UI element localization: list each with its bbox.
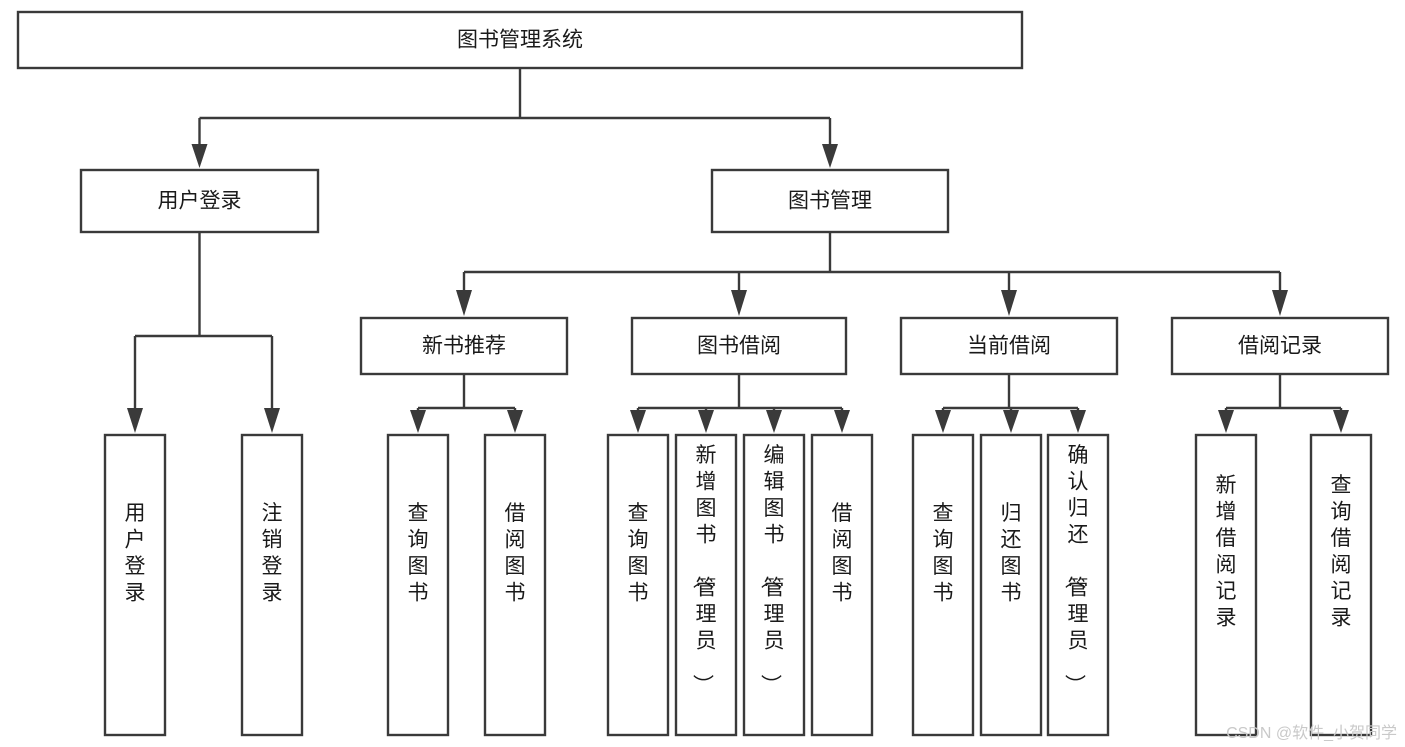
arrow-head-icon <box>1272 290 1288 316</box>
leaf-node-box[interactable] <box>1194 433 1258 737</box>
leaf-node-label: 注销登录 <box>262 502 283 605</box>
leaf-node-confirm-return-admin[interactable]: 确认归还（管理员） <box>1046 433 1110 737</box>
node-root[interactable]: 图书管理系统 <box>16 10 1024 70</box>
node-book-management-label: 图书管理 <box>788 190 872 213</box>
leaf-node-add-borrow-record[interactable]: 新增借阅记录 <box>1194 433 1258 737</box>
leaf-node-box[interactable] <box>103 433 167 737</box>
leaf-node-box[interactable] <box>1309 433 1373 737</box>
connectors-login-to-leaves <box>127 232 280 433</box>
node-user-login-box[interactable] <box>79 168 320 234</box>
node-book-borrow-label: 图书借阅 <box>697 335 781 358</box>
node-book-borrow[interactable]: 图书借阅 <box>630 316 848 376</box>
node-current-borrow-box[interactable] <box>899 316 1119 376</box>
arrow-head-icon <box>507 410 523 433</box>
arrow-head-icon <box>264 408 280 433</box>
arrow-head-icon <box>456 290 472 316</box>
leaf-node-box[interactable] <box>911 433 975 737</box>
node-new-book-recommend-box[interactable] <box>359 316 569 376</box>
connectors-root-to-level2 <box>191 68 838 168</box>
leaf-node-label: 借阅图书 <box>505 502 526 605</box>
leaf-node-box[interactable] <box>386 433 450 737</box>
leaf-node-edit-book-admin[interactable]: 编辑图书（管理员） <box>742 433 806 737</box>
arrow-head-icon <box>410 410 426 433</box>
leaf-node-query-book-2[interactable]: 查询图书 <box>606 433 670 737</box>
node-current-borrow[interactable]: 当前借阅 <box>899 316 1119 376</box>
leaf-node-label: 新增图书（管理员） <box>691 444 717 695</box>
leaf-node-query-book-3[interactable]: 查询图书 <box>911 433 975 737</box>
leaf-node-label: 借阅图书 <box>832 502 853 605</box>
node-user-login[interactable]: 用户登录 <box>79 168 320 234</box>
leaf-node-label: 编辑图书（管理员） <box>759 444 785 695</box>
leaf-node-box[interactable] <box>810 433 874 737</box>
leaf-node-label: 查询图书 <box>933 502 954 605</box>
leaf-node-label: 查询图书 <box>408 502 429 605</box>
leaf-node-label: 查询图书 <box>628 502 649 605</box>
arrow-head-icon <box>731 290 747 316</box>
leaf-node-borrow-book-2[interactable]: 借阅图书 <box>810 433 874 737</box>
connectors-newbook-to-leaves <box>410 374 523 433</box>
leaf-node-box[interactable] <box>674 433 738 737</box>
node-borrow-record[interactable]: 借阅记录 <box>1170 316 1390 376</box>
arrow-head-icon <box>1218 410 1234 433</box>
leaf-node-label: 用户登录 <box>125 502 146 605</box>
node-root-label: 图书管理系统 <box>457 29 583 52</box>
leaf-node-label: 新增借阅记录 <box>1216 474 1237 630</box>
node-current-borrow-label: 当前借阅 <box>967 335 1051 358</box>
node-borrow-record-box[interactable] <box>1170 316 1390 376</box>
node-new-book-recommend[interactable]: 新书推荐 <box>359 316 569 376</box>
arrow-head-icon <box>1003 410 1019 433</box>
leaf-node-logout[interactable]: 注销登录 <box>240 433 304 737</box>
leaf-node-box[interactable] <box>606 433 670 737</box>
node-user-login-label: 用户登录 <box>158 190 242 213</box>
arrow-head-icon <box>191 144 208 168</box>
leaf-node-query-book-1[interactable]: 查询图书 <box>386 433 450 737</box>
arrow-head-icon <box>766 410 782 433</box>
leaf-node-user-login[interactable]: 用户登录 <box>103 433 167 737</box>
node-book-management-box[interactable] <box>710 168 950 234</box>
arrow-head-icon <box>822 144 838 168</box>
watermark: CSDN @软件_小贺同学 <box>1226 725 1397 742</box>
arrow-head-icon <box>1070 410 1086 433</box>
leaf-node-box[interactable] <box>240 433 304 737</box>
connectors-record-to-leaves <box>1218 374 1349 433</box>
arrow-head-icon <box>127 408 143 433</box>
node-book-management[interactable]: 图书管理 <box>710 168 950 234</box>
leaf-node-label: 归还图书 <box>1001 502 1022 605</box>
node-book-borrow-box[interactable] <box>630 316 848 376</box>
arrow-head-icon <box>1333 410 1349 433</box>
leaf-nodes-group: 用户登录 注销登录 查询图书 借阅图书 查询图书 新增图书（管理员） <box>103 433 1373 737</box>
node-root-box[interactable] <box>16 10 1024 70</box>
arrow-head-icon <box>834 410 850 433</box>
connectors-borrow-to-leaves <box>630 374 850 433</box>
arrow-head-icon <box>1001 290 1017 316</box>
arrow-head-icon <box>630 410 646 433</box>
leaf-node-add-book-admin[interactable]: 新增图书（管理员） <box>674 433 738 737</box>
node-borrow-record-label: 借阅记录 <box>1238 335 1322 358</box>
leaf-node-label: 确认归还（管理员） <box>1063 444 1089 695</box>
leaf-node-box[interactable] <box>742 433 806 737</box>
connectors-books-to-level3 <box>456 232 1288 316</box>
node-new-book-recommend-label: 新书推荐 <box>422 335 506 358</box>
leaf-node-borrow-book-1[interactable]: 借阅图书 <box>483 433 547 737</box>
leaf-node-return-book[interactable]: 归还图书 <box>979 433 1043 737</box>
leaf-node-label: 查询借阅记录 <box>1331 474 1352 630</box>
connectors-current-to-leaves <box>935 374 1086 433</box>
leaf-node-box[interactable] <box>1046 433 1110 737</box>
arrow-head-icon <box>935 410 951 433</box>
leaf-node-box[interactable] <box>979 433 1043 737</box>
arrow-head-icon <box>698 410 714 433</box>
leaf-node-query-borrow-record[interactable]: 查询借阅记录 <box>1309 433 1373 737</box>
leaf-node-box[interactable] <box>483 433 547 737</box>
